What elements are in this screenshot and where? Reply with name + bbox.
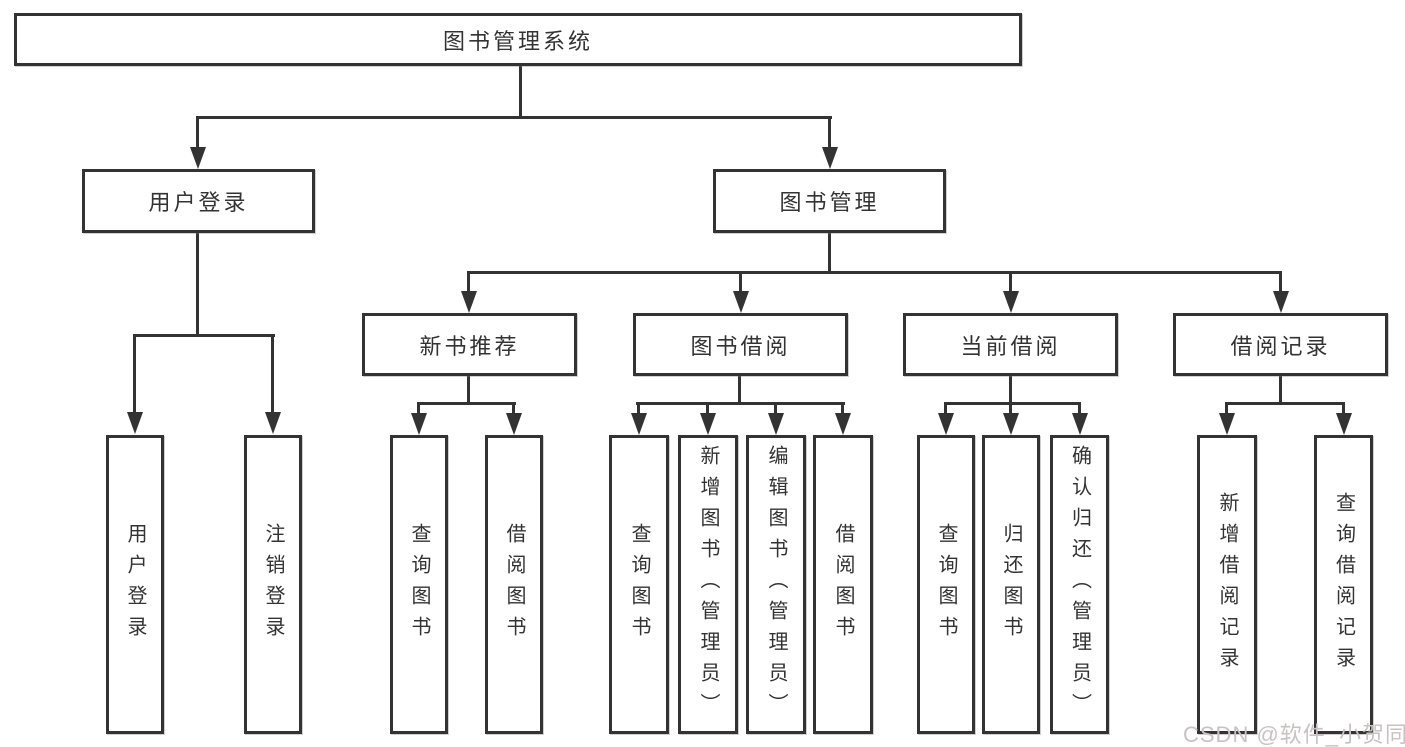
leaf-newbooks-borrow-books: 借阅图书	[485, 435, 543, 734]
node-new-book-recommend: 新书推荐	[362, 313, 577, 376]
leaf-query-borrow-record: 查询借阅记录	[1314, 435, 1373, 734]
arrow-down-icon	[127, 412, 143, 434]
arrow-down-icon	[733, 291, 749, 313]
connector-drop-book-borrow	[739, 271, 742, 293]
connector-drop-nb-query	[417, 402, 420, 415]
connector-drop-book-mgmt	[828, 116, 831, 148]
leaf-confirm-return-admin: 确认归还（管理员）	[1050, 435, 1109, 734]
connector-drop-bb-add	[706, 402, 709, 415]
leaf-newbooks-query-books: 查询图书	[390, 435, 448, 734]
connector-drop-br-query	[1342, 402, 1345, 415]
arrow-down-icon	[506, 413, 522, 435]
node-borrowing-records: 借阅记录	[1173, 313, 1388, 376]
node-root-title: 图书管理系统	[14, 13, 1022, 66]
arrow-down-icon	[1003, 413, 1019, 435]
arrow-down-icon	[835, 413, 851, 435]
connector-drop-bb-edit	[774, 402, 777, 415]
csdn-watermark: CSDN @软件_小贺同学	[1183, 722, 1405, 747]
connector-drop-cb-confirm	[1078, 402, 1081, 415]
leaf-add-books-admin: 新增图书（管理员）	[678, 435, 738, 734]
connector-drop-cb-return	[1009, 402, 1012, 415]
leaf-borrow-books: 借阅图书	[813, 435, 873, 734]
connector-newbooks-split	[417, 402, 516, 405]
connector-root-stem	[519, 66, 522, 118]
connector-records-split	[1225, 402, 1345, 405]
arrow-down-icon	[1273, 291, 1289, 313]
connector-drop-ul-logout	[271, 334, 274, 414]
connector-newbooks-stem	[467, 376, 470, 405]
connector-drop-br-add	[1225, 402, 1228, 415]
connector-drop-current-borrow	[1009, 271, 1012, 293]
arrow-down-icon	[411, 413, 427, 435]
leaf-current-query-books: 查询图书	[917, 435, 975, 734]
connector-bookborrow-split	[636, 402, 845, 405]
connector-userlogin-stem	[196, 233, 199, 337]
leaf-logout: 注销登录	[244, 435, 302, 734]
connector-drop-bb-query	[637, 402, 640, 415]
node-book-management: 图书管理	[713, 169, 946, 233]
connector-level3-split	[467, 271, 1281, 274]
arrow-down-icon	[1219, 413, 1235, 435]
arrow-down-icon	[822, 147, 838, 169]
connector-drop-borrow-records	[1279, 271, 1282, 293]
node-current-borrowing: 当前借阅	[903, 313, 1118, 376]
leaf-user-login: 用户登录	[106, 435, 164, 734]
leaf-add-borrow-record: 新增借阅记录	[1197, 435, 1257, 734]
leaf-edit-books-admin: 编辑图书（管理员）	[746, 435, 806, 734]
arrow-down-icon	[1003, 291, 1019, 313]
connector-userlogin-split	[133, 334, 275, 337]
arrow-down-icon	[768, 413, 784, 435]
connector-currentborrow-stem	[1009, 376, 1012, 405]
connector-records-stem	[1279, 376, 1282, 405]
leaf-return-books: 归还图书	[982, 435, 1040, 734]
arrow-down-icon	[461, 291, 477, 313]
connector-drop-user-login	[196, 116, 199, 148]
connector-drop-bb-borrow	[841, 402, 844, 415]
connector-drop-new-books	[467, 271, 470, 293]
connector-level2-split	[196, 116, 832, 119]
arrow-down-icon	[1336, 413, 1352, 435]
connector-bookmgmt-stem	[828, 233, 831, 274]
arrow-down-icon	[265, 412, 281, 434]
arrow-down-icon	[938, 413, 954, 435]
arrow-down-icon	[700, 413, 716, 435]
connector-bookborrow-stem	[738, 376, 741, 405]
connector-drop-cb-query	[944, 402, 947, 415]
arrow-down-icon	[190, 147, 206, 169]
node-book-borrowing: 图书借阅	[633, 313, 848, 376]
arrow-down-icon	[1072, 413, 1088, 435]
arrow-down-icon	[631, 413, 647, 435]
node-user-login: 用户登录	[82, 169, 315, 233]
connector-drop-nb-borrow	[512, 402, 515, 415]
connector-currentborrow-split	[944, 402, 1081, 405]
connector-drop-ul-login	[133, 334, 136, 414]
leaf-borrow-query-books: 查询图书	[609, 435, 669, 734]
